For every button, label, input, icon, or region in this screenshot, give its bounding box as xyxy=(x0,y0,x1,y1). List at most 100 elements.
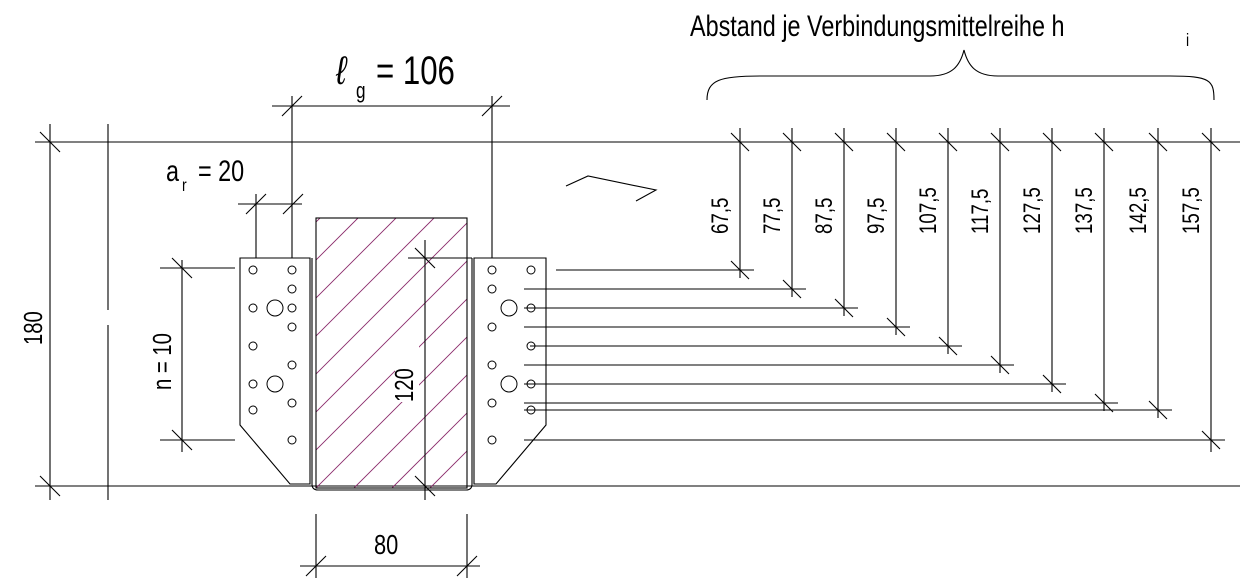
hatch-line xyxy=(696,218,966,488)
lg-symbol: ℓ xyxy=(335,48,348,93)
row-distance-label: 157,5 xyxy=(1178,187,1205,234)
hatch-line xyxy=(544,218,814,488)
left-plate-holes xyxy=(248,265,297,445)
dim-80-tick-left xyxy=(305,555,327,577)
nail-hole xyxy=(487,398,497,408)
dim-120-label: 120 xyxy=(390,368,419,402)
beam-outline xyxy=(315,217,468,489)
dim-180-label: 180 xyxy=(19,311,48,345)
hatch-line xyxy=(391,412,467,488)
row-dim-tick-top xyxy=(938,132,958,152)
nail-hole xyxy=(526,265,536,275)
nail-hole xyxy=(287,284,297,294)
row-dim-tick-bottom xyxy=(990,355,1010,375)
ar-subscript: r xyxy=(182,175,187,195)
row-distance-label: 67,5 xyxy=(707,198,734,234)
nail-hole xyxy=(287,398,297,408)
bolt-hole xyxy=(500,375,518,393)
bolt-hole xyxy=(500,299,518,317)
row-dim-tick-top xyxy=(1042,132,1062,152)
hanger-saddle xyxy=(311,258,473,491)
hatch-line xyxy=(810,218,1080,488)
nail-hole xyxy=(287,360,297,370)
lg-subscript: g xyxy=(356,79,366,104)
dim-120-label-bg xyxy=(395,340,419,402)
dim-lg-tick-left xyxy=(281,95,303,117)
row-dim-tick-top xyxy=(1201,132,1221,152)
dim-n-label: n = 10 xyxy=(148,333,177,390)
hatch-line xyxy=(316,222,467,375)
nail-hole xyxy=(248,379,258,389)
row-distance-label: 97,5 xyxy=(863,198,890,234)
dim-n-tick-top xyxy=(171,257,193,279)
left-hanger-plate xyxy=(239,257,311,485)
title-text: Abstand je Verbindungsmittelreihe h xyxy=(690,9,1064,42)
dim-180-tick-bottom xyxy=(39,475,61,497)
bolt-hole xyxy=(266,299,284,317)
dim-120-tick-bottom xyxy=(414,475,436,497)
row-distance-label: 87,5 xyxy=(811,198,838,234)
row-dim-tick-bottom xyxy=(886,317,906,337)
dim-120-tick-top xyxy=(414,247,436,269)
hatch-line xyxy=(316,218,435,337)
ar-label: a xyxy=(166,154,179,187)
row-distance-dimensions: 67,5 77,5 87,5 97,5 107,5 117,5 127,5 137,5 142,… xyxy=(524,128,1225,452)
dim-80-tick-right xyxy=(456,555,478,577)
hatch-line xyxy=(353,374,467,488)
bolt-hole xyxy=(266,375,284,393)
row-dim-tick-top xyxy=(782,132,802,152)
row-dim-tick-top xyxy=(834,132,854,152)
nail-hole xyxy=(287,303,297,313)
row-dim-tick-bottom xyxy=(1201,430,1221,450)
row-distance-label: 77,5 xyxy=(759,198,786,234)
row-distance-label: 107,5 xyxy=(915,187,942,234)
right-plate-holes xyxy=(487,265,536,445)
row-dim-tick-bottom xyxy=(938,336,958,356)
row-dim-tick-bottom xyxy=(1042,374,1062,394)
nail-hole xyxy=(248,265,258,275)
row-dim-tick-top xyxy=(730,132,750,152)
hatch-line xyxy=(734,218,1004,488)
row-distance-label: 117,5 xyxy=(967,189,994,234)
right-hanger-plate xyxy=(473,257,547,485)
brace xyxy=(706,49,1215,101)
row-dim-tick-bottom xyxy=(834,298,854,318)
row-distance-label: 127,5 xyxy=(1019,187,1046,234)
hatch-line xyxy=(316,218,359,261)
hatch-line xyxy=(658,218,928,488)
nail-hole xyxy=(287,435,297,445)
dim-80-label: 80 xyxy=(374,529,398,560)
title-subscript: i xyxy=(1186,30,1189,50)
nail-hole xyxy=(487,284,497,294)
row-dim-tick-top xyxy=(990,132,1010,152)
nail-hole xyxy=(487,265,497,275)
nail-hole xyxy=(248,341,258,351)
row-dim-tick-top xyxy=(1148,132,1168,152)
ar-value: = 20 xyxy=(198,154,244,187)
row-dim-tick-bottom xyxy=(1094,393,1114,413)
dim-lg-tick-right xyxy=(481,95,503,117)
row-distance-label: 137,5 xyxy=(1071,187,1098,234)
row-dim-tick-top xyxy=(1094,132,1114,152)
row-dim-tick-bottom xyxy=(782,279,802,299)
hatch-line xyxy=(772,218,1042,488)
nail-hole xyxy=(487,322,497,332)
row-dim-tick-bottom xyxy=(1148,400,1168,420)
dim-n-tick-bottom xyxy=(171,429,193,451)
hatch-line xyxy=(316,260,467,413)
row-dim-tick-bottom xyxy=(730,260,750,280)
nail-hole xyxy=(487,360,497,370)
hatch-line xyxy=(582,218,852,488)
nail-hole xyxy=(287,322,297,332)
row-dim-tick-top xyxy=(886,132,906,152)
nail-hole xyxy=(248,303,258,313)
nail-hole xyxy=(487,435,497,445)
hatch-line xyxy=(316,336,467,488)
lg-value: = 106 xyxy=(376,48,455,93)
row-distance-label: 142,5 xyxy=(1125,187,1152,234)
hatch-line xyxy=(316,218,397,299)
dim-ar-tick-left xyxy=(245,193,267,215)
nail-hole xyxy=(248,405,258,415)
dim-180-tick-top xyxy=(39,131,61,153)
